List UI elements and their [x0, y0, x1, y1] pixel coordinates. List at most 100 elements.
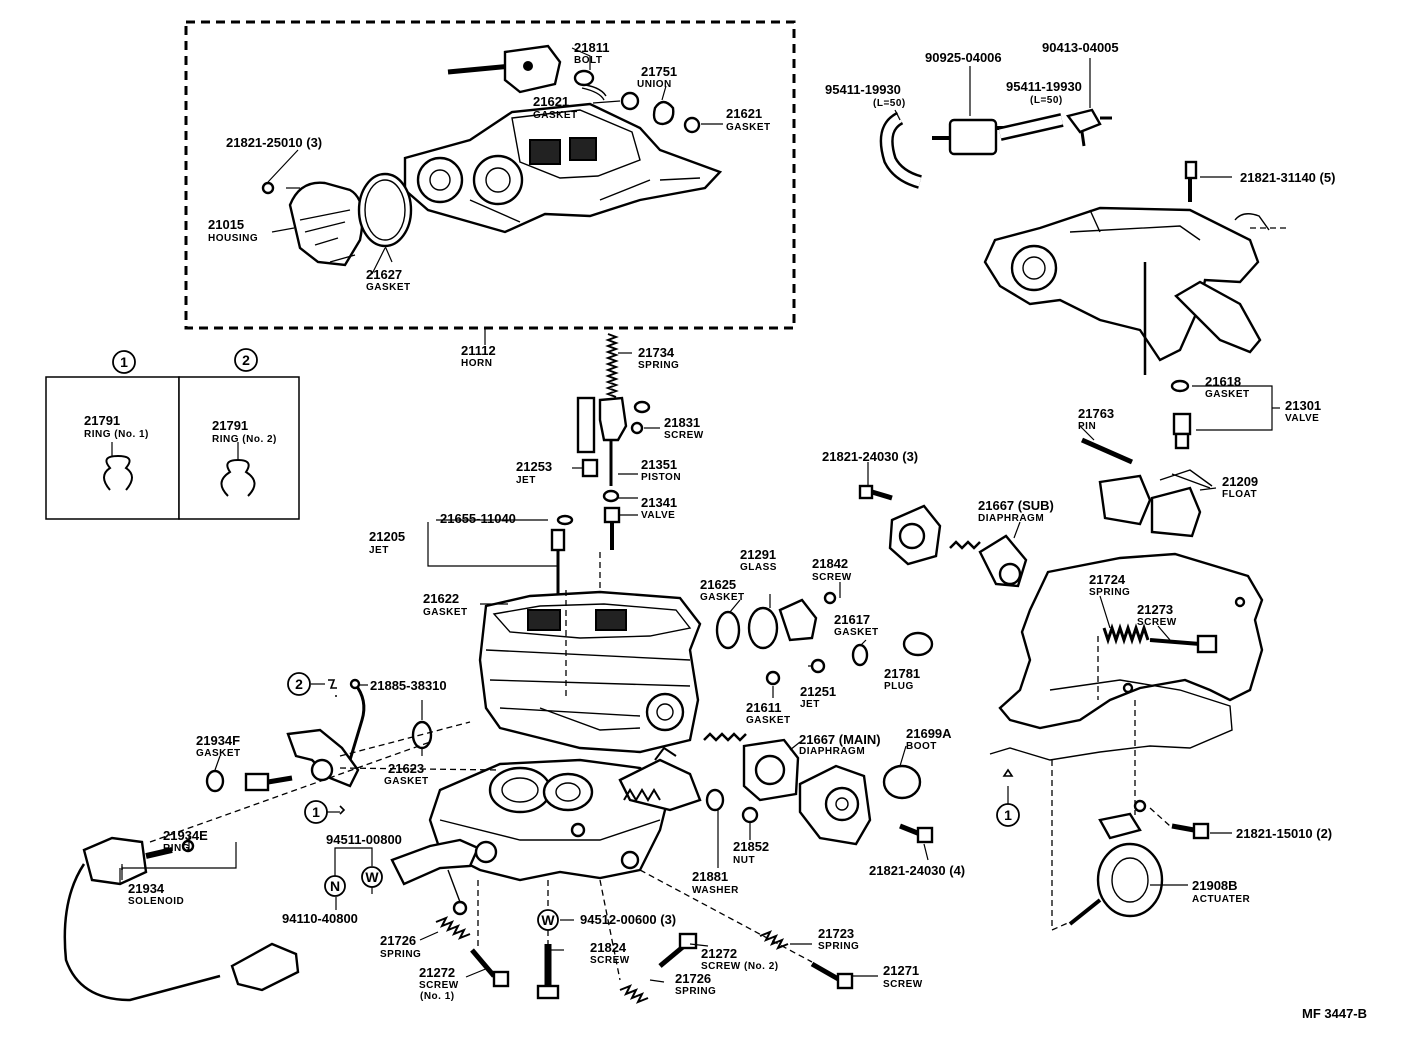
- linkage-rod-21885: [286, 678, 366, 788]
- label-21934-part: 21934: [128, 881, 165, 896]
- label-21273-name: SCREW: [1137, 617, 1177, 628]
- inset-ring1-part: 21791: [84, 413, 120, 428]
- gasket-21627-ring: [357, 172, 413, 248]
- plug-21781-part: [902, 631, 934, 657]
- marker-W-bottom-text: W: [541, 912, 555, 928]
- label-94512: 94512-00600 (3): [580, 912, 676, 927]
- nut-21852-part: [741, 806, 759, 824]
- label-21852-part: 21852: [733, 839, 769, 854]
- label-21934F-part: 21934F: [196, 733, 240, 748]
- marker-1-left-text: 1: [312, 804, 320, 820]
- throttle-lever-part: [390, 838, 498, 916]
- label-21112-part: 21112: [461, 343, 496, 358]
- label-21621b-name: GASKET: [726, 122, 771, 133]
- washer-21881-part: [705, 788, 725, 812]
- label-21209-name: FLOAT: [1222, 489, 1257, 500]
- label-95411a-part: 95411-19930: [825, 82, 901, 97]
- label-21763-name: PIN: [1078, 421, 1096, 432]
- label-21271-name: SCREW: [883, 979, 923, 990]
- label-21726a-part: 21726: [380, 933, 416, 948]
- label-21842-part: 21842: [812, 556, 848, 571]
- valve-21341-part: [603, 506, 621, 550]
- label-21667s-part: 21667 (SUB): [978, 498, 1054, 513]
- label-21209-part: 21209: [1222, 474, 1258, 489]
- label-21273-part: 21273: [1137, 602, 1173, 617]
- label-21623-name: GASKET: [384, 776, 429, 787]
- label-21723-part: 21723: [818, 926, 854, 941]
- housing-21015-part: [261, 181, 364, 267]
- label-21908B-name: ACTUATER: [1192, 894, 1251, 905]
- marker-2-left: [287, 672, 311, 696]
- jet-21205-sleeve: [576, 396, 596, 454]
- valve-90413-part: [1065, 108, 1112, 147]
- label-21623-part: 21623: [388, 761, 424, 776]
- label-21724-name: SPRING: [1089, 587, 1130, 598]
- gasket-21618-ring: [1170, 379, 1190, 393]
- spring-21726-right: [619, 984, 649, 1004]
- label-21821-31140: 21821-31140 (5): [1240, 170, 1335, 185]
- sight-glass-cover: [778, 598, 818, 642]
- label-21341-name: VALVE: [641, 510, 675, 521]
- label-21253-part: 21253: [516, 459, 552, 474]
- screw-21842-part: [823, 591, 837, 605]
- marker-N-text: N: [330, 878, 340, 894]
- carburetor-assembly-right: [983, 206, 1270, 375]
- gasket-21621-ring: [620, 91, 640, 111]
- hose-95411-a: [879, 111, 923, 189]
- label-21272b-part: 21272: [701, 946, 737, 961]
- spring-21724-part: [1102, 623, 1150, 645]
- label-21667m-name: DIAPHRAGM: [799, 746, 865, 757]
- label-21625-part: 21625: [700, 577, 736, 592]
- label-90413: 90413-04005: [1042, 40, 1119, 55]
- float-chamber-body: [989, 552, 1264, 761]
- label-21781-part: 21781: [884, 666, 920, 681]
- main-carburetor-body: [478, 590, 702, 754]
- label-21885: 21885-38310: [370, 678, 447, 693]
- label-21667s-name: DIAPHRAGM: [978, 513, 1044, 524]
- label-21699A-name: BOOT: [906, 741, 937, 752]
- label-21655: 21655-11040: [440, 511, 516, 526]
- screw-21831-part: [630, 421, 644, 435]
- label-21272a-name: SCREW: [419, 980, 459, 991]
- solenoid-21934-part: [63, 836, 300, 1002]
- screw-21824-part: [536, 944, 560, 1000]
- label-21015-name: HOUSING: [208, 233, 258, 244]
- label-21821-25010: 21821-25010 (3): [226, 135, 322, 150]
- boot-21699A-part: [882, 764, 922, 800]
- label-21611-part: 21611: [746, 700, 781, 715]
- label-21341-part: 21341: [641, 495, 677, 510]
- label-21351-name: PISTON: [641, 472, 681, 483]
- bolt-21811-small: [573, 69, 607, 101]
- label-21734-part: 21734: [638, 345, 675, 360]
- gasket-21625-ring: [715, 610, 741, 650]
- inset-ring1-name: RING (No. 1): [84, 429, 149, 440]
- label-94511: 94511-00800: [326, 832, 402, 847]
- label-21751-name: UNION: [637, 79, 672, 90]
- label-21824-name: SCREW: [590, 955, 630, 966]
- label-21726b-name: SPRING: [675, 986, 716, 997]
- bolt-21811-part: [447, 44, 562, 94]
- label-21625-name: GASKET: [700, 592, 745, 603]
- label-21667m-part: 21667 (MAIN): [799, 732, 881, 747]
- inset-ring2-part: 21791: [212, 418, 248, 433]
- label-21852-name: NUT: [733, 855, 755, 866]
- screw-21821-24030-bottom: [899, 823, 934, 844]
- document-code: MF 3447-B: [1302, 1006, 1367, 1021]
- label-21622-name: GASKET: [423, 607, 468, 618]
- gasket-21621b-ring: [683, 116, 701, 134]
- horn-carburetor-top: [403, 102, 723, 234]
- inset-marker-1: [112, 350, 136, 374]
- diaphragm-cover-main: [798, 764, 872, 846]
- label-21726a-name: SPRING: [380, 949, 421, 960]
- filter-90925-part: [932, 118, 1010, 156]
- label-21627-part: 21627: [366, 267, 402, 282]
- label-21831-part: 21831: [664, 415, 700, 430]
- label-21251-name: JET: [800, 699, 820, 710]
- screw-21272-left: [470, 948, 510, 988]
- actuator-21908B-part: [1068, 799, 1164, 926]
- label-21751-part: 21751: [641, 64, 677, 79]
- marker-2-left-text: 2: [295, 676, 303, 692]
- label-21622-part: 21622: [423, 591, 459, 606]
- label-21908B-part: 21908B: [1192, 878, 1238, 893]
